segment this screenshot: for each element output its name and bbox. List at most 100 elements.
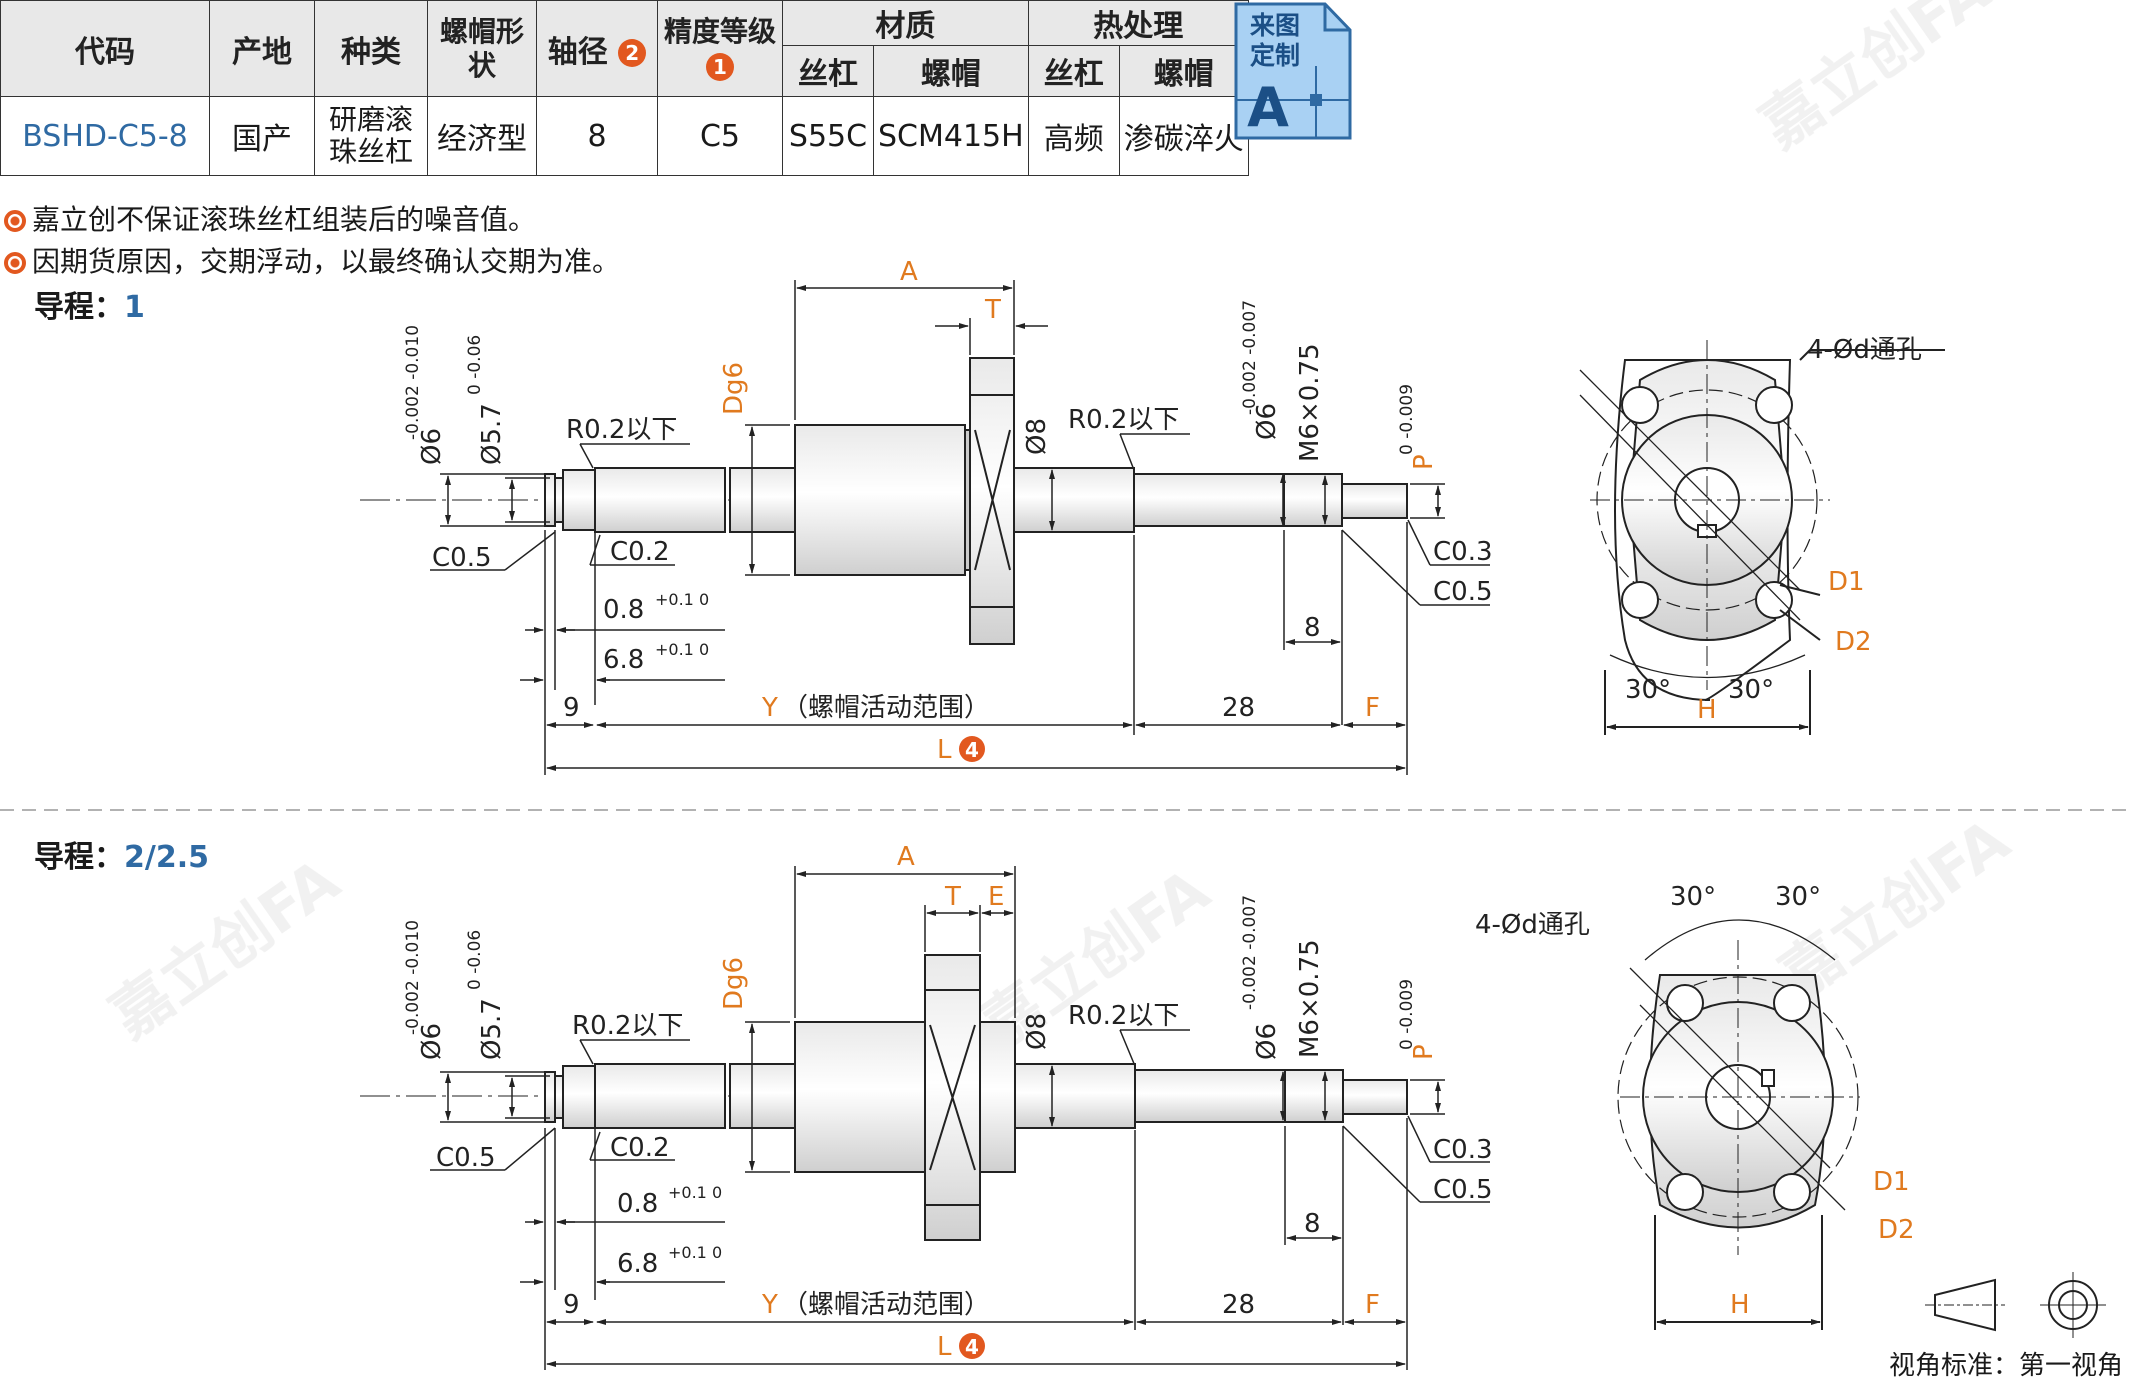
view-standard-label: 视角标准：第一视角 [1888, 1351, 2123, 1381]
angle-right-2: 30° [1775, 882, 1821, 912]
end-view-2 [1617, 919, 2106, 1338]
dim-L-badge-2: 4 [965, 1335, 979, 1359]
dim-c02: C0.2 [610, 537, 670, 567]
dim-m6: M6×0.75 [1295, 343, 1325, 462]
dim-phi6b-tol-2: -0.002 -0.007 [1240, 895, 1260, 1010]
dim-F-2: F [1365, 1290, 1380, 1320]
th-precision: 精度等级 1 [657, 0, 783, 97]
bullet-icon [4, 210, 26, 232]
dim-P-tol: 0 -0.009 [1397, 384, 1417, 455]
dim-phi6-right-2: Ø6 [1252, 1023, 1282, 1060]
angle-left-1: 30° [1625, 675, 1671, 705]
th-mat-nut: 螺帽 [873, 45, 1029, 97]
dim-phi8-2: Ø8 [1022, 1013, 1052, 1050]
cell-code: BSHD-C5-8 [0, 96, 210, 176]
th-material: 材质 [782, 0, 1029, 46]
dim-Y-text-2: （螺帽活动范围） [782, 1290, 990, 1320]
dim-8-2: 8 [1304, 1209, 1321, 1239]
dim-L-2: L [937, 1332, 952, 1362]
cell-origin: 国产 [209, 96, 315, 176]
dim-c05-right: C0.5 [1433, 577, 1493, 607]
spec-table: 代码 产地 种类 螺帽形状 轴径 2 精度等级 1 材质 热处理 丝杠 螺帽 丝… [0, 0, 1249, 176]
dim-P-2: P [1409, 1044, 1439, 1060]
th-code: 代码 [0, 0, 210, 97]
dim-68-2: 6.8 [617, 1249, 658, 1279]
th-nut-shape: 螺帽形状 [427, 0, 537, 97]
end-view-1 [1579, 340, 1945, 735]
dim-phi57-tol: 0 -0.06 [465, 335, 485, 395]
th-heat-nut: 螺帽 [1118, 45, 1249, 97]
badge-line2: 定制 [1250, 41, 1300, 70]
dim-08-tol: +0.1 0 [655, 590, 709, 609]
dim-c03-2: C0.3 [1433, 1135, 1493, 1165]
D2-label-1: D2 [1835, 627, 1872, 657]
dim-c03: C0.3 [1433, 537, 1493, 567]
badge-2: 2 [618, 39, 647, 67]
dim-F: F [1365, 693, 1380, 723]
svg-text:嘉立创FA: 嘉立创FA [98, 845, 352, 1052]
bullet-icon [4, 252, 26, 274]
badge-line1: 来图 [1250, 11, 1300, 40]
dim-8: 8 [1304, 613, 1321, 643]
hole-label-1: 4-Ød通孔 [1807, 335, 1922, 365]
cell-heat-screw: 高频 [1027, 96, 1120, 176]
badge-1: 1 [706, 52, 734, 81]
dim-68-tol-2: +0.1 0 [668, 1243, 722, 1262]
dim-9: 9 [563, 693, 580, 723]
dim-T-2: T [944, 882, 961, 912]
cell-heat-nut: 渗碳淬火 [1118, 96, 1249, 176]
section-lead-2: 导程：2/2.5 [34, 840, 209, 875]
dims-1 [430, 280, 1490, 775]
dim-Y-2: Y [761, 1290, 778, 1320]
dim-L: L [937, 735, 952, 765]
dim-Y-text: （螺帽活动范围） [782, 693, 990, 723]
dim-68-tol: +0.1 0 [655, 640, 709, 659]
dim-L-badge: 4 [965, 738, 979, 762]
labels-2: A T E Dg6 Ø8 R0.2以下 R0.2以下 Ø6 -0.002 -0.… [403, 842, 1493, 1362]
dim-phi6-tol-2: -0.002 -0.010 [403, 920, 423, 1035]
custom-drawing-badge-icon: 来图 定制 A [1234, 2, 1352, 140]
dim-phi57-tol-2: 0 -0.06 [465, 930, 485, 990]
dim-phi6-tol: -0.002 -0.010 [403, 325, 423, 440]
dim-T: T [984, 295, 1001, 325]
dim-c05-left: C0.5 [432, 543, 492, 573]
cell-mat-screw: S55C [782, 96, 874, 176]
dim-phi6-right: Ø6 [1252, 403, 1282, 440]
dim-08-2: 0.8 [617, 1189, 658, 1219]
D1-label-1: D1 [1828, 567, 1865, 597]
dim-68: 6.8 [603, 645, 644, 675]
dim-c02-2: C0.2 [610, 1133, 670, 1163]
cell-shaft-dia: 8 [536, 96, 658, 176]
dim-08-tol-2: +0.1 0 [668, 1183, 722, 1202]
dim-c05-right-2: C0.5 [1433, 1175, 1493, 1205]
dim-Dg6-2: Dg6 [719, 957, 749, 1010]
dim-E-2: E [988, 882, 1004, 912]
dim-phi6-left-2: Ø6 [417, 1023, 447, 1060]
dim-Y: Y [761, 693, 778, 723]
dim-phi8: Ø8 [1022, 418, 1052, 455]
th-mat-screw: 丝杠 [782, 45, 874, 97]
end-labels-2: 4-Ød通孔 30° 30° D1 D2 H [1475, 882, 1915, 1320]
dim-r02-right: R0.2以下 [1068, 405, 1179, 435]
H-label-2: H [1730, 1290, 1750, 1320]
projection-cone-icon [1934, 1278, 1996, 1332]
cell-precision: C5 [657, 96, 783, 176]
hole-label-2: 4-Ød通孔 [1475, 910, 1590, 940]
dim-r02-right-2: R0.2以下 [1068, 1001, 1179, 1031]
D1-label-2: D1 [1873, 1167, 1910, 1197]
cell-nut-shape: 经济型 [427, 96, 537, 176]
dim-phi57: Ø5.7 [477, 403, 507, 465]
svg-text:嘉立创FA: 嘉立创FA [1748, 0, 2002, 162]
dim-Dg6: Dg6 [719, 362, 749, 415]
end-labels-1: 4-Ød通孔 D1 D2 30° 30° H [1625, 335, 1922, 725]
dim-r02-left-2: R0.2以下 [572, 1011, 683, 1041]
dim-A: A [900, 257, 918, 287]
dim-phi57-2: Ø5.7 [477, 998, 507, 1060]
cell-mat-nut: SCM415H [873, 96, 1029, 176]
note-2: 因期货原因，交期浮动，以最终确认交期为准。 [4, 240, 620, 280]
dim-P-tol-2: 0 -0.009 [1397, 979, 1417, 1050]
dim-08: 0.8 [603, 595, 644, 625]
dim-P: P [1409, 454, 1439, 470]
dim-A-2: A [897, 842, 915, 872]
